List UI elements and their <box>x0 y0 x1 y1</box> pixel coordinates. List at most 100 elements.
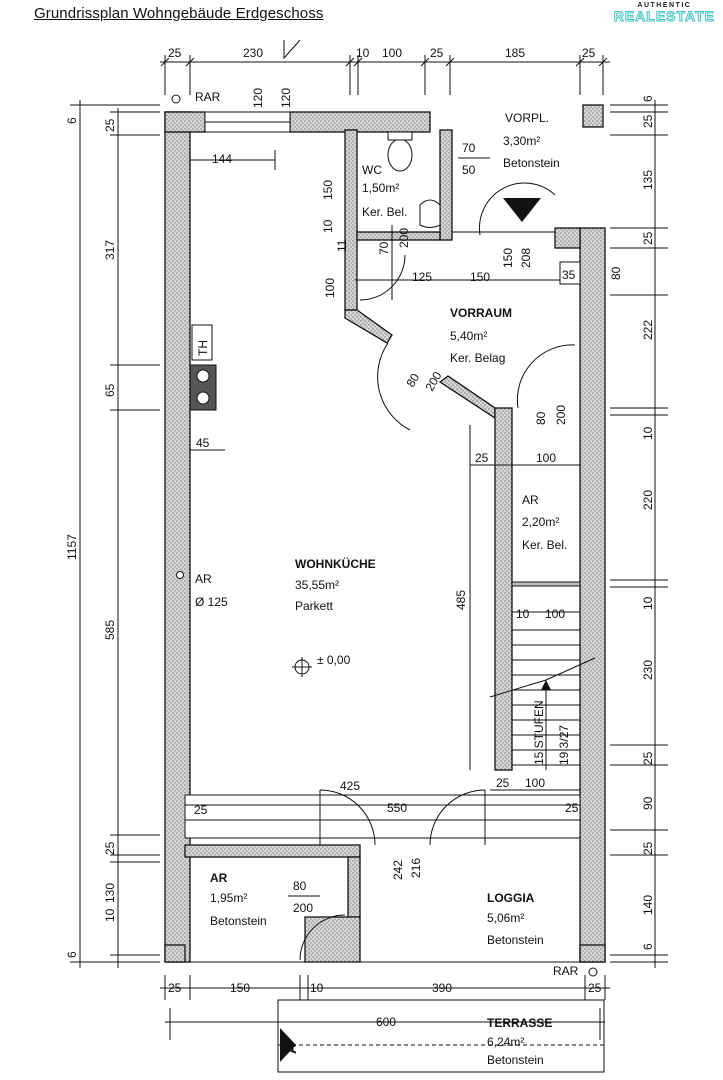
loggia-area: 5,06m² <box>487 911 524 925</box>
dim-loggia-425: 425 <box>340 779 360 793</box>
dim-vor-125: 125 <box>412 270 432 284</box>
vorraum-floor: Ker. Belag <box>450 351 505 365</box>
dim-diag-200: 200 <box>422 369 444 394</box>
dim-loggia-25b: 25 <box>565 801 579 815</box>
dim-bottom-4: 25 <box>588 981 602 995</box>
dim-right-14: 6 <box>641 943 655 950</box>
dim-right-8: 10 <box>641 596 655 610</box>
dim-wc-11: 11 <box>335 239 349 252</box>
dim-right-13: 140 <box>641 895 655 915</box>
ar-vent-size: Ø 125 <box>195 595 228 609</box>
dim-wc-win-w: 70 <box>462 141 476 155</box>
page-title: Grundrissplan Wohngebäude Erdgeschoss <box>34 5 324 22</box>
loggia-name: LOGGIA <box>487 891 535 905</box>
dim-right-1: 25 <box>641 114 655 128</box>
dim-bottom-2: 10 <box>310 981 324 995</box>
dim-ar-200: 200 <box>293 901 313 915</box>
loggia-room: LOGGIA 5,06m² Betonstein <box>487 891 544 947</box>
dim-window-h1: 120 <box>251 88 265 108</box>
level-label: ± 0,00 <box>317 653 351 667</box>
dim-bottom-100: 100 <box>525 776 545 790</box>
dim-loggia-550: 550 <box>387 801 407 815</box>
dim-top-6: 25 <box>582 46 596 60</box>
dim-left-2: 317 <box>103 240 117 260</box>
ar-small-name: AR <box>210 871 228 885</box>
vorplatz-room: VORPL. 3,30m² Betonstein <box>452 111 581 249</box>
dim-left-5: 25 <box>103 841 117 855</box>
dim-top-0: 25 <box>168 46 182 60</box>
dim-kitchen-w: 144 <box>212 152 232 166</box>
wc-area: 1,50m² <box>362 181 399 195</box>
right-dimension-line: 6 25 135 25 80 222 10 220 10 230 25 90 2… <box>609 95 668 968</box>
dim-right-5: 222 <box>641 320 655 340</box>
dim-vor-h: 100 <box>323 278 337 298</box>
dim-right-10: 25 <box>641 751 655 765</box>
brand-logo: AUTHENTIC REALESTATE <box>613 2 715 24</box>
dim-wc-door-h: 200 <box>397 228 411 248</box>
dim-wc-door-w: 70 <box>377 241 391 255</box>
logo-main-text: REALESTATE <box>613 8 715 24</box>
stair-block: 25 100 485 AR 2,20m² Ker. Bel. 10 100 15… <box>454 407 596 791</box>
loggia-floor: Betonstein <box>487 933 544 947</box>
wohnkueche-room: 144 TH 45 AR Ø 125 WOHNKÜCHE 35,55m² Par… <box>176 150 376 677</box>
vorraum-name: VORRAUM <box>450 306 512 320</box>
bottom-dimension-line: 25 150 10 390 25 600 <box>160 975 610 1040</box>
ar-small-area: 1,95m² <box>210 891 247 905</box>
dim-window-h2: 120 <box>279 88 293 108</box>
vorpl-area: 3,30m² <box>503 134 540 148</box>
dim-loggia-25a: 25 <box>194 803 208 817</box>
dim-door-216: 216 <box>409 858 423 878</box>
logo-top-text: AUTHENTIC <box>637 2 692 9</box>
dim-wc-10: 10 <box>321 219 335 233</box>
dim-bottom-3: 390 <box>432 981 452 995</box>
dim-vor-150: 150 <box>470 270 490 284</box>
dim-wc-win-h: 50 <box>462 163 476 177</box>
dim-right-6: 10 <box>641 426 655 440</box>
dim-ar-80: 80 <box>293 879 307 893</box>
dim-left-3: 65 <box>103 383 117 397</box>
wohnkueche-area: 35,55m² <box>295 578 339 592</box>
vorpl-name: VORPL. <box>505 111 549 125</box>
dim-terrace-width: 600 <box>376 1015 396 1029</box>
dim-top-5: 185 <box>505 46 525 60</box>
dim-ar-door-h: 200 <box>554 405 568 425</box>
dim-right-0: 6 <box>641 95 655 102</box>
wc-floor: Ker. Bel. <box>362 205 407 219</box>
terrasse-name: TERRASSE <box>487 1016 552 1030</box>
ar-small-room: AR 1,95m² Betonstein 80 200 <box>184 844 361 963</box>
terrasse-area: 6,24m² <box>487 1035 524 1049</box>
wohnkueche-floor: Parkett <box>295 599 334 613</box>
top-dimension-line: 25 230 10 100 25 185 25 <box>160 39 610 95</box>
ar-stairs-area: 2,20m² <box>522 515 559 529</box>
ar-stairs-name: AR <box>522 493 539 507</box>
terrace: TERRASSE 6,24m² Betonstein A <box>277 999 605 1073</box>
dim-left-total: 1157 <box>65 534 79 560</box>
dim-left-8: 6 <box>65 951 79 958</box>
dim-door-150: 150 <box>501 248 515 268</box>
dim-wall-25: 25 <box>475 451 489 465</box>
dim-right-3: 25 <box>641 231 655 245</box>
dim-right-7: 220 <box>641 490 655 510</box>
ar-small-floor: Betonstein <box>210 914 267 928</box>
stairs-ratio: 19,3/27 <box>557 725 571 765</box>
dim-top-3: 100 <box>382 46 402 60</box>
dim-right-11: 90 <box>641 796 655 810</box>
dim-diag-80: 80 <box>403 371 422 390</box>
dim-stair-100b: 100 <box>545 607 565 621</box>
dim-stair-100: 100 <box>536 451 556 465</box>
dim-right-12: 25 <box>641 841 655 855</box>
vorraum-area: 5,40m² <box>450 329 487 343</box>
dim-left-1: 25 <box>103 118 117 132</box>
rar-bottom-label: RAR <box>553 964 579 978</box>
stairs-label: 15 STUFEN <box>532 700 546 765</box>
dim-bottom-1: 150 <box>230 981 250 995</box>
wc-name: WC <box>362 163 382 177</box>
wohnkueche-name: WOHNKÜCHE <box>295 556 376 571</box>
dim-door-242: 242 <box>391 860 405 880</box>
dim-bottom-0: 25 <box>168 981 182 995</box>
dim-stair-height: 485 <box>454 590 468 610</box>
dim-top-1: 230 <box>243 46 263 60</box>
dim-wc-h: 150 <box>321 180 335 200</box>
th-label: TH <box>196 340 210 356</box>
